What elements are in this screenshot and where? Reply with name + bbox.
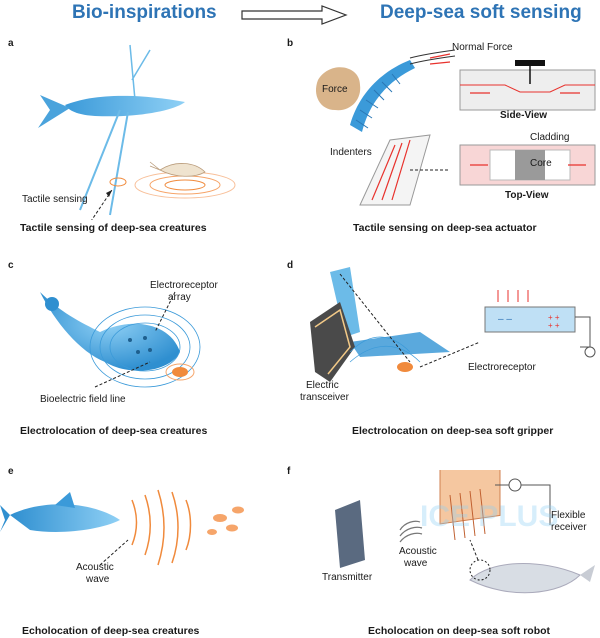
header-arrow: [241, 5, 348, 25]
caption-d: Electrolocation on deep-sea soft gripper: [352, 425, 554, 437]
svg-text:+ +: + +: [548, 321, 560, 330]
right-title: Deep-sea soft sensing: [380, 2, 582, 23]
label-electroreceptor-2: array: [168, 292, 191, 303]
label-electroreceptor-d: Electroreceptor: [468, 362, 536, 373]
caption-a: Tactile sensing of deep-sea creatures: [20, 222, 207, 234]
actuator-illustration: [315, 49, 596, 206]
label-flexible-2: receiver: [551, 522, 587, 533]
label-tactile-sensing: Tactile sensing: [22, 194, 88, 205]
panel-letter-f: f: [287, 466, 291, 477]
left-title: Bio-inspirations: [72, 2, 217, 23]
watermark: ICE PLUS: [420, 500, 559, 533]
label-core: Core: [530, 158, 552, 169]
soft-gripper-illustration: – – + + + +: [310, 267, 596, 382]
label-electroreceptor-1: Electroreceptor: [150, 280, 218, 291]
label-normal-force: Normal Force: [452, 42, 513, 53]
panel-letter-e: e: [8, 466, 14, 477]
electric-ray-illustration: [40, 291, 201, 388]
label-electric-2: transceiver: [300, 392, 349, 403]
dolphin-echolocation-illustration: [0, 489, 244, 566]
panel-letter-c: c: [8, 260, 14, 271]
label-top-view: Top-View: [505, 190, 549, 201]
label-flexible-1: Flexible: [551, 510, 586, 521]
soft-robot-echolocation-illustration: [335, 470, 595, 594]
label-transmitter: Transmitter: [322, 572, 373, 583]
label-force: Force: [322, 84, 348, 95]
label-electric-1: Electric: [306, 380, 339, 391]
deep-sea-fish-illustration: [38, 44, 236, 220]
caption-c: Electrolocation of deep-sea creatures: [20, 425, 208, 437]
caption-e: Echolocation of deep-sea creatures: [22, 625, 200, 637]
panel-letter-b: b: [287, 38, 294, 49]
label-acoustic-2-f: wave: [404, 558, 428, 569]
panel-letter-d: d: [287, 260, 294, 271]
svg-text:+ +: + +: [548, 313, 560, 322]
label-acoustic-1-e: Acoustic: [76, 562, 114, 573]
label-side-view: Side-View: [500, 110, 548, 121]
label-acoustic-1-f: Acoustic: [399, 546, 437, 557]
label-acoustic-2-e: wave: [86, 574, 110, 585]
caption-f: Echolocation on deep-sea soft robot: [368, 625, 551, 637]
svg-text:– –: – –: [498, 314, 512, 325]
label-indenters: Indenters: [330, 147, 372, 158]
panel-letter-a: a: [8, 38, 14, 49]
caption-b: Tactile sensing on deep-sea actuator: [353, 222, 537, 234]
label-cladding: Cladding: [530, 132, 570, 143]
label-bioelectric-field-line: Bioelectric field line: [40, 394, 126, 405]
